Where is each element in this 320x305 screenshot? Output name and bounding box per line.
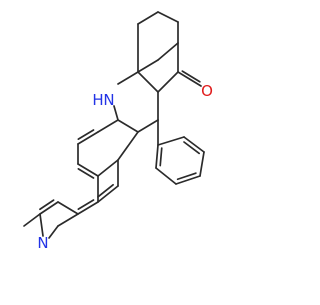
bond-arom-inner xyxy=(77,199,95,210)
bond xyxy=(157,11,179,23)
bond-ketone xyxy=(177,71,202,87)
atom-label-layer: H N N O xyxy=(37,82,213,252)
bond-arom-inner xyxy=(159,147,163,167)
bond-layer xyxy=(23,11,205,239)
bond-arom xyxy=(77,201,99,215)
bond xyxy=(137,71,159,93)
molecule-structure: H N N O xyxy=(23,11,213,252)
bond-arom-inner xyxy=(183,141,201,155)
bond-arom xyxy=(77,163,99,177)
bond xyxy=(57,213,79,227)
bond xyxy=(157,42,179,61)
structure-canvas: H N N O xyxy=(23,11,213,252)
bond xyxy=(57,201,79,215)
bond xyxy=(117,71,139,85)
bond xyxy=(117,119,139,133)
bond xyxy=(97,119,119,133)
bond-arom-inner xyxy=(39,199,55,211)
bond-arom-inner xyxy=(176,172,197,181)
bond-arom-inner xyxy=(77,129,95,140)
bond xyxy=(157,71,179,93)
bond xyxy=(23,213,41,227)
atom-label-nh-h: H xyxy=(92,91,103,109)
bond-arom xyxy=(183,136,205,153)
bond-arom-inner xyxy=(77,168,95,179)
bond xyxy=(113,105,119,121)
bond-arom xyxy=(155,144,159,169)
bond xyxy=(137,119,159,133)
bond xyxy=(199,151,205,177)
atom-label-nh-n: N xyxy=(103,91,114,109)
bond xyxy=(97,159,119,177)
atom-label-pyridine-n: N xyxy=(37,234,48,252)
bond-arom xyxy=(39,201,59,215)
bond xyxy=(157,136,185,146)
bond-arom xyxy=(175,175,201,185)
bond xyxy=(117,131,139,161)
bond xyxy=(39,213,44,237)
bond-arom xyxy=(97,185,119,203)
bond-arom-inner xyxy=(97,183,114,198)
atom-label-ketone-o: O xyxy=(201,82,213,100)
bond xyxy=(137,59,159,73)
bond-arom xyxy=(77,131,99,145)
bond-ketone-inner xyxy=(181,70,201,83)
bond xyxy=(155,167,177,185)
bond xyxy=(137,11,159,25)
bond xyxy=(48,225,59,239)
